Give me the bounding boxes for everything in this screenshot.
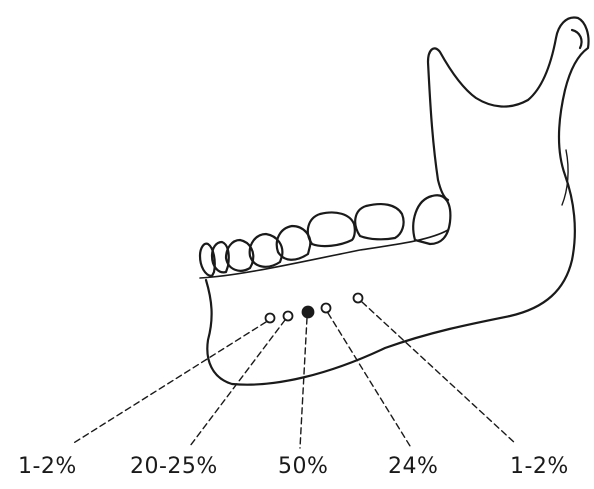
label-5: 1-2% <box>510 454 569 479</box>
label-4: 24% <box>388 454 438 479</box>
foramen-marker-2 <box>284 312 293 321</box>
foramen-marker-3 <box>303 307 314 318</box>
foramen-marker-4 <box>322 304 331 313</box>
tooth-molar-1 <box>308 212 355 246</box>
foramen-marker-5 <box>354 294 363 303</box>
leader-lines <box>72 302 516 448</box>
tooth-molar-2 <box>355 204 403 239</box>
condyle-detail <box>572 30 582 48</box>
leader-line-4 <box>328 313 410 446</box>
teeth-row <box>200 195 450 278</box>
leader-line-1 <box>72 322 266 444</box>
label-2: 20-25% <box>130 454 218 479</box>
label-3: 50% <box>278 454 328 479</box>
mandible-outline <box>206 18 589 385</box>
foramen-markers <box>266 294 363 323</box>
foramen-marker-1 <box>266 314 275 323</box>
leader-line-5 <box>362 302 516 444</box>
label-1: 1-2% <box>18 454 77 479</box>
leader-line-3 <box>300 318 307 448</box>
